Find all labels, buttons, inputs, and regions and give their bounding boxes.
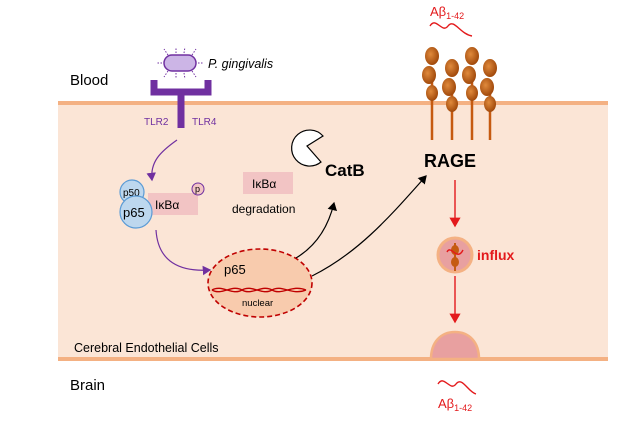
cell-label: Cerebral Endothelial Cells — [74, 341, 219, 355]
arrow-complex-to-nucleus — [155, 229, 212, 276]
degradation-label: degradation — [232, 202, 295, 216]
arrow-tlr-to-complex — [146, 139, 178, 182]
nucleus-label: nuclear — [242, 298, 273, 309]
tlr4-label: TLR4 — [192, 117, 217, 128]
arrow-nucleus-to-catb — [295, 201, 337, 259]
abeta-top-label: Aβ1-42 — [430, 4, 464, 21]
ikba-box — [148, 193, 198, 215]
rage-receptor — [462, 47, 479, 140]
tlr-receptor — [150, 80, 212, 128]
influx-label: influx — [477, 247, 515, 263]
phospho-label: p — [195, 184, 200, 194]
brain-label: Brain — [70, 377, 105, 394]
p65-label: p65 — [123, 205, 145, 220]
influx-vesicle — [436, 236, 474, 274]
phospho-circle — [191, 182, 205, 196]
arrow-nucleus-to-rage — [311, 175, 427, 277]
pathogen-label: P. gingivalis — [208, 57, 273, 71]
rage-receptor — [442, 59, 459, 140]
rage-receptor — [422, 47, 439, 140]
catb-enzyme-icon — [291, 129, 324, 167]
dna-strand-2 — [211, 287, 307, 293]
p50-label: p50 — [123, 188, 140, 199]
bacterium-icon — [156, 46, 204, 80]
nucleus — [207, 248, 313, 318]
exocytosis-dome — [429, 330, 481, 361]
degraded-ikba-label: IκBα — [252, 177, 276, 191]
tlr2-label: TLR2 — [144, 117, 169, 128]
catb-label: CatB — [325, 161, 365, 180]
p65-circle — [119, 195, 153, 229]
rage-label: RAGE — [424, 151, 476, 171]
abeta-top-squiggle — [429, 22, 473, 37]
endothelial-cell — [58, 103, 608, 359]
abeta-bottom-label: Aβ1-42 — [438, 396, 472, 413]
ikba-label: IκBα — [155, 198, 179, 212]
blood-label: Blood — [70, 72, 108, 89]
degraded-ikba-box — [243, 172, 293, 194]
rage-receptor — [480, 59, 497, 140]
nucleus-p65-label: p65 — [224, 262, 246, 277]
abeta-bottom-squiggle — [437, 380, 477, 395]
rage-receptor-cluster — [422, 47, 497, 140]
